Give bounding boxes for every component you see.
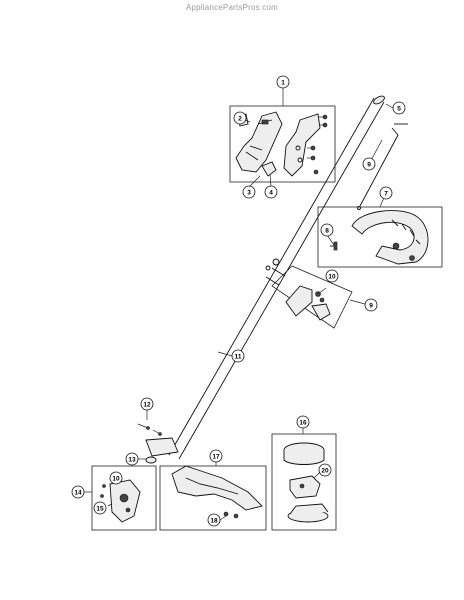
shaft-bracket — [145, 437, 179, 464]
box-gear-head — [91, 465, 157, 531]
callout-13: 13 — [125, 452, 139, 466]
callout-label: 15 — [96, 506, 104, 513]
callout-1: 1 — [276, 75, 290, 89]
callout-10b: 10 — [109, 471, 123, 485]
callout-label: 9 — [369, 303, 373, 310]
callout-3: 3 — [242, 185, 256, 199]
callout-15: 15 — [93, 501, 107, 515]
callout-label: 1 — [281, 80, 285, 87]
callout-9b: 9 — [364, 298, 378, 312]
callout-11: 11 — [231, 349, 245, 363]
callout-label: 10 — [328, 274, 336, 281]
throttle-housing-right — [283, 113, 321, 177]
screws-box1 — [307, 114, 328, 175]
callout-14: 14 — [71, 485, 85, 499]
callout-label: 17 — [212, 454, 220, 461]
callout-18: 18 — [207, 513, 221, 527]
callout-label: 12 — [143, 402, 151, 409]
callout-label: 7 — [384, 191, 388, 198]
main-shaft — [168, 95, 385, 460]
box-debris-shield — [159, 465, 267, 531]
callout-label: 20 — [321, 468, 329, 475]
callout-4: 4 — [264, 185, 278, 199]
callout-17: 17 — [209, 449, 223, 463]
trimmer-head-cover — [287, 503, 329, 523]
callout-7: 7 — [379, 186, 393, 200]
callout-9a: 9 — [362, 157, 376, 171]
callout-10: 10 — [325, 269, 339, 283]
callout-16: 16 — [296, 415, 310, 429]
callout-label: 8 — [325, 228, 329, 235]
callout-12: 12 — [140, 397, 154, 411]
callout-label: 5 — [397, 106, 401, 113]
box-handle-assembly — [229, 105, 336, 183]
assist-handle — [351, 210, 429, 265]
handle-bolt — [330, 241, 338, 251]
callout-label: 4 — [269, 190, 273, 197]
callout-label: 10 — [112, 476, 120, 483]
callout-8: 8 — [320, 223, 334, 237]
callout-label: 14 — [74, 490, 82, 497]
callout-label: 3 — [247, 190, 251, 197]
callout-5: 5 — [392, 101, 406, 115]
handle-clamp — [285, 285, 331, 321]
trimmer-head-spool — [283, 442, 325, 465]
callout-20: 20 — [318, 463, 332, 477]
callout-label: 18 — [210, 518, 218, 525]
callout-label: 13 — [128, 457, 136, 464]
callout-label: 9 — [367, 162, 371, 169]
screws-12 — [137, 423, 162, 436]
trimmer-head-inner — [289, 475, 321, 499]
throttle-housing-left — [235, 111, 283, 173]
box-trimmer-head — [271, 433, 337, 531]
callout-2: 2 — [233, 111, 247, 125]
callout-label: 2 — [238, 116, 242, 123]
watermark-text: AppliancePartsPros.com — [186, 3, 278, 12]
callout-label: 11 — [235, 354, 242, 361]
callout-label: 16 — [299, 420, 307, 427]
box-clamp — [271, 265, 353, 329]
gear-head — [100, 479, 141, 523]
debris-shield — [171, 465, 263, 519]
